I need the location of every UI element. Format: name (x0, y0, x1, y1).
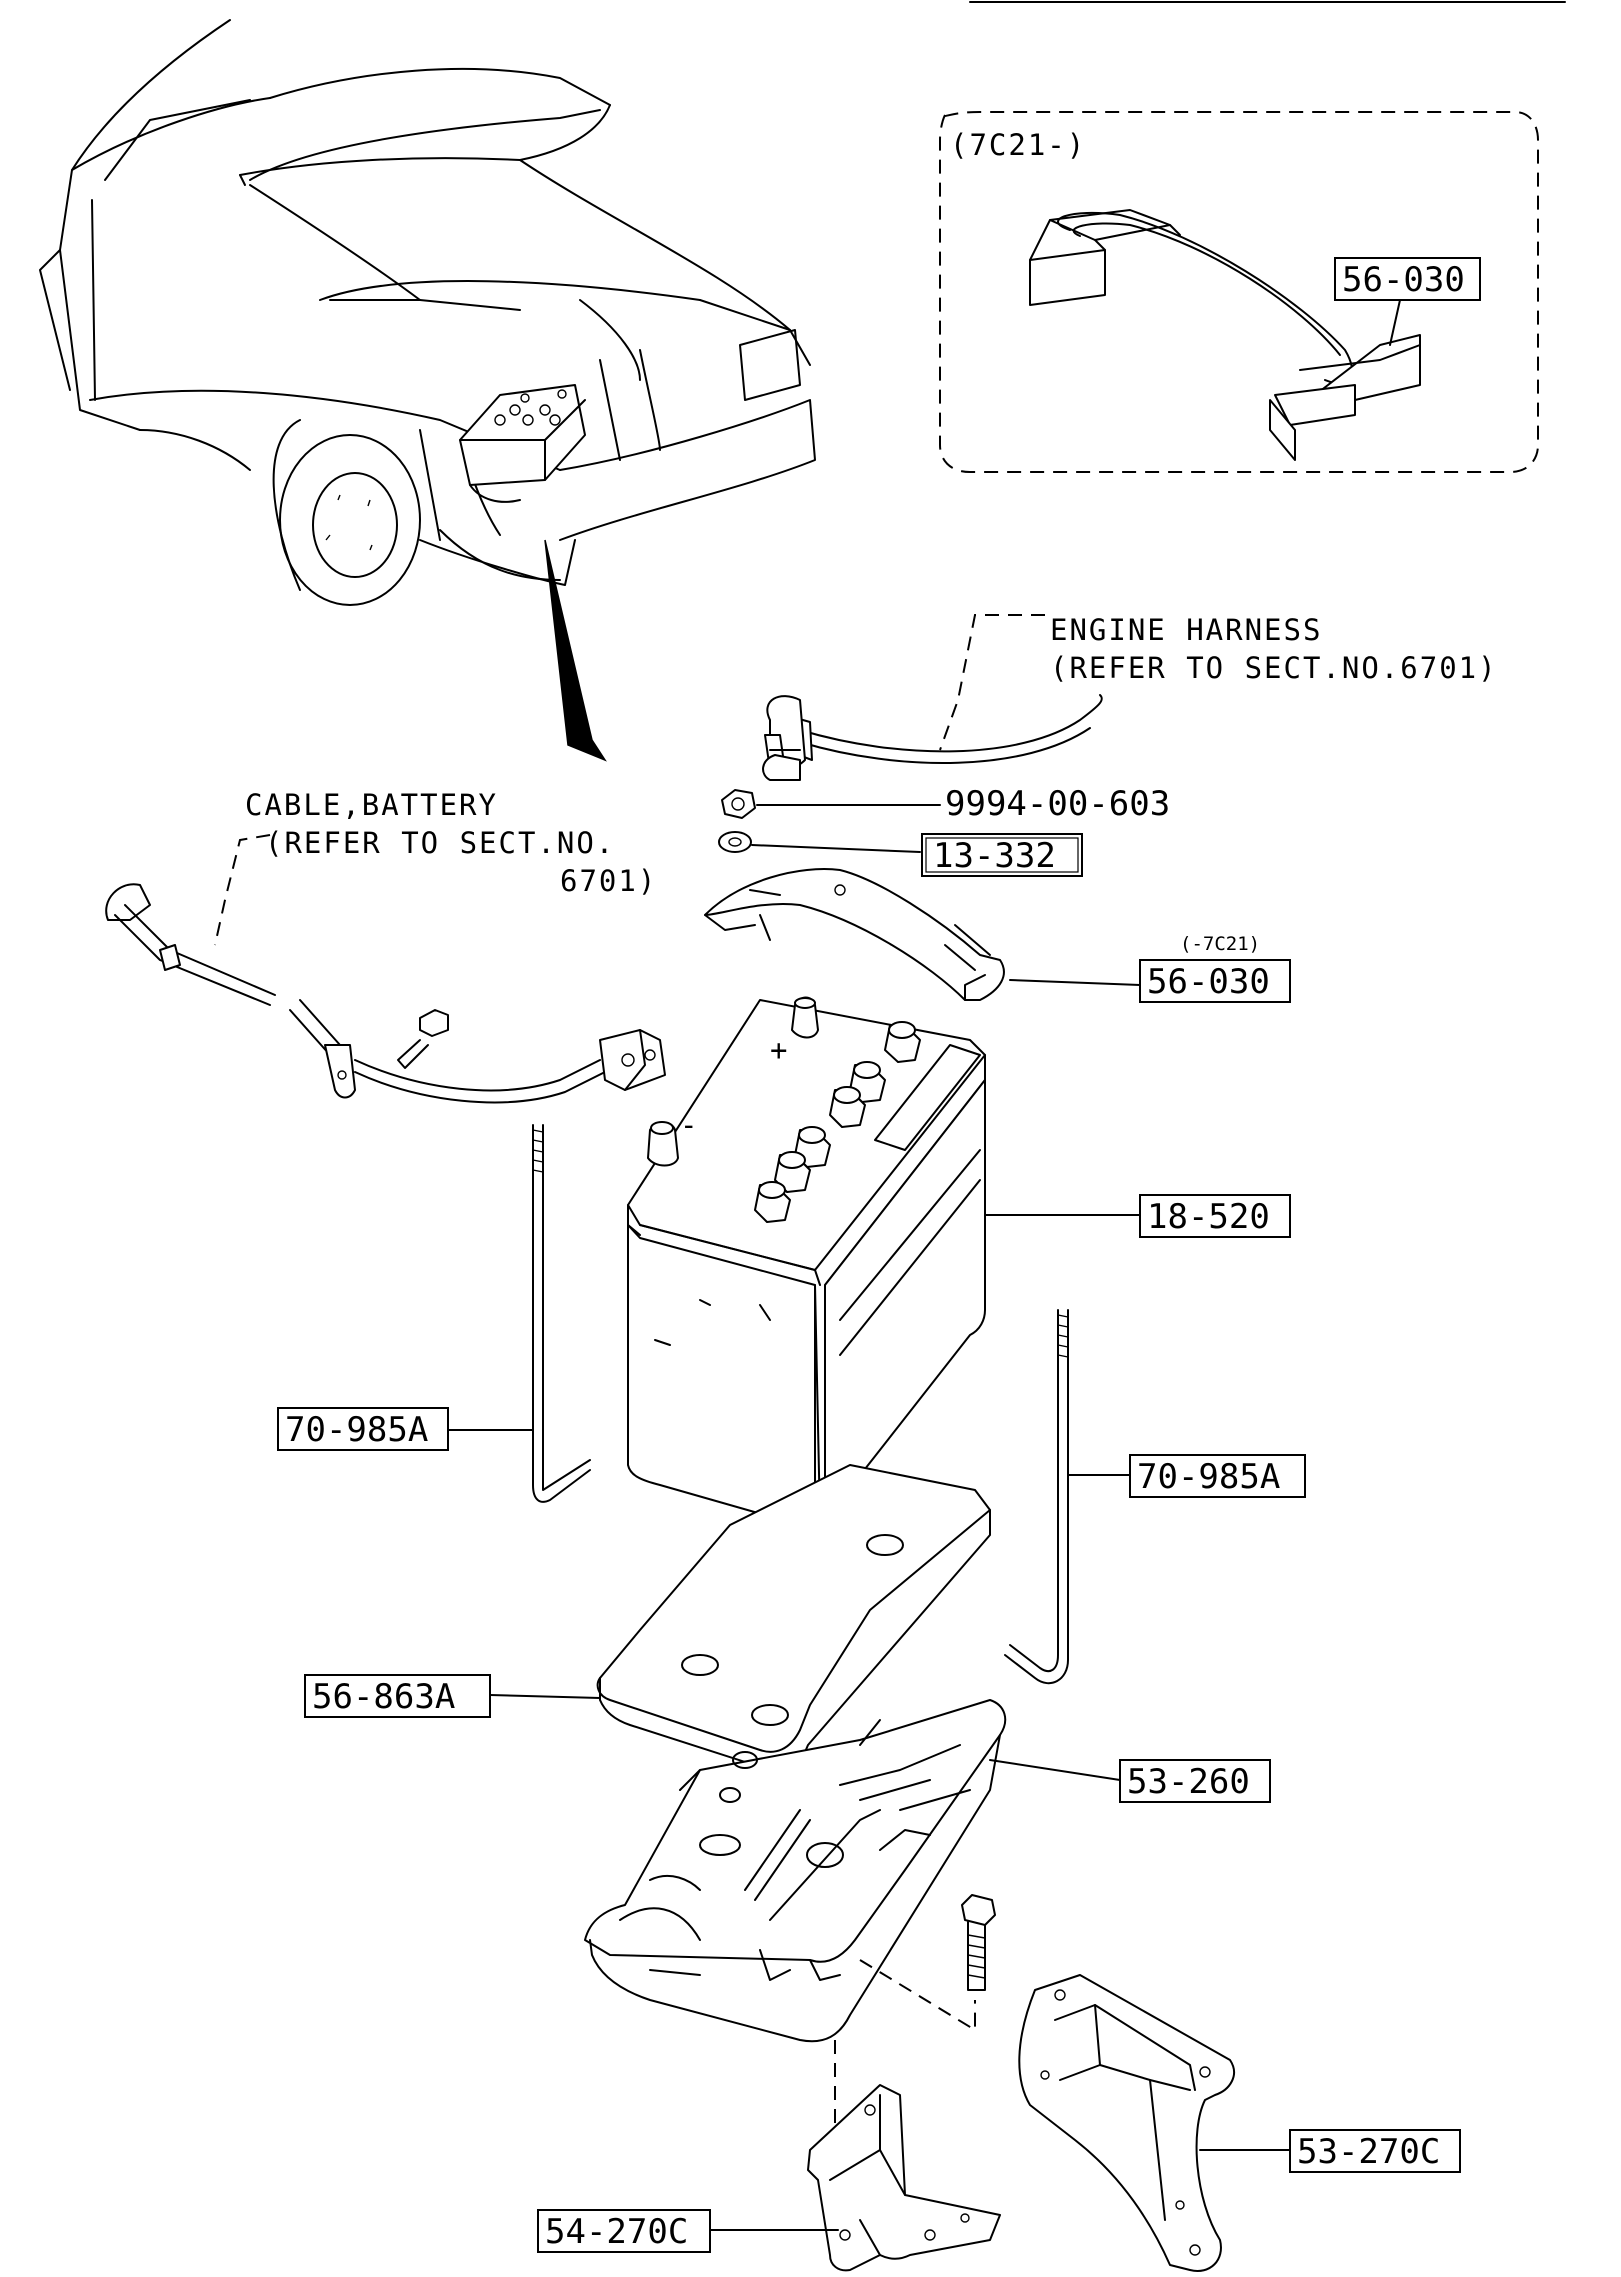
bracket-left (807, 2084, 1001, 2272)
pad-box (304, 1674, 491, 1718)
tray-bolt (961, 1894, 996, 1991)
nut-label: 9994-00-603 (945, 784, 1170, 824)
inset-part-box (1334, 257, 1481, 301)
tray-label: 53-260 (1127, 1762, 1250, 1802)
pad-leader (489, 1694, 601, 1699)
inset-leader (1389, 299, 1401, 346)
hold-down-nut (721, 789, 756, 819)
battery-tray (584, 1699, 1007, 2043)
harness-leader (939, 614, 1045, 751)
clamp-label: 56-030 (1147, 962, 1270, 1002)
battery: + - (627, 996, 986, 1528)
inset-note: (7C21-) (950, 128, 1086, 162)
rod-left-label: 70-985A (285, 1410, 428, 1450)
tray-box (1119, 1759, 1271, 1803)
cable-line3: 6701) (560, 864, 657, 898)
battery-cable (105, 883, 666, 1104)
clamp-leader (1009, 979, 1141, 986)
inset-part-label: 56-030 (1342, 260, 1465, 300)
clamp-box (1139, 959, 1291, 1003)
inset-detail: (7C21-) (939, 111, 1539, 473)
washer-label: 13-332 (933, 836, 1056, 876)
battery-plus: + (770, 1033, 789, 1067)
washer-leader (751, 844, 921, 853)
cable-leader (214, 834, 271, 946)
harness-line2: (REFER TO SECT.NO.6701) (1050, 651, 1498, 685)
washer-box (921, 833, 1083, 877)
bracket-left-label: 54-270C (545, 2212, 688, 2252)
rod-right (1004, 1309, 1069, 1685)
bracket-right-box (1289, 2129, 1461, 2173)
cable-line2: (REFER TO SECT.NO. (265, 826, 615, 860)
battery-minus: - (680, 1108, 699, 1142)
battery-box (1139, 1194, 1291, 1238)
harness-line1: ENGINE HARNESS (1050, 613, 1322, 647)
washer (718, 831, 752, 853)
rod-right-box (1129, 1454, 1306, 1498)
hold-down-clamp (704, 868, 1005, 1001)
bracket-right-label: 53-270C (1297, 2132, 1440, 2172)
rod-right-label: 70-985A (1137, 1457, 1280, 1497)
cable-line1: CABLE,BATTERY (245, 788, 498, 822)
vehicle-illustration (39, 19, 816, 762)
engine-harness (762, 694, 1103, 781)
bracket-right (1018, 1974, 1235, 2272)
rod-left (532, 1124, 591, 1503)
clamp-note: (-7C21) (1180, 933, 1260, 955)
tray-leader (989, 1759, 1121, 1781)
battery-label: 18-520 (1147, 1197, 1270, 1237)
rod-left-box (277, 1407, 449, 1451)
pad-label: 56-863A (312, 1677, 455, 1717)
bracket-left-box (537, 2209, 711, 2253)
